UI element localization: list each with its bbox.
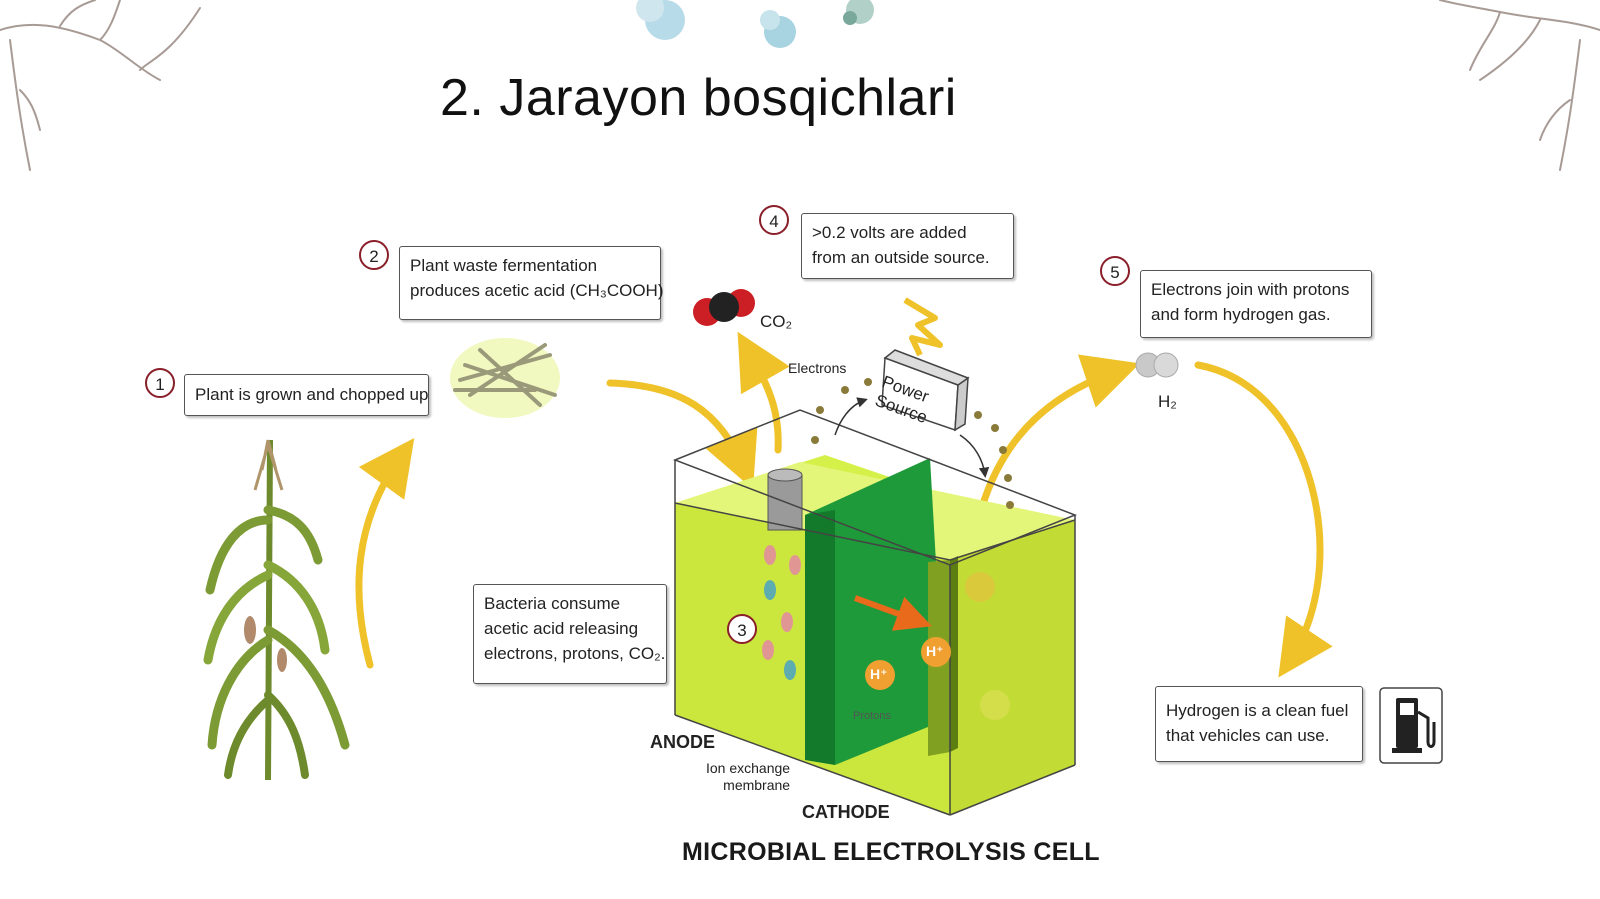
step-4-text-line-1: >0.2 volts are added bbox=[812, 223, 967, 242]
proton-symbol-1: H⁺ bbox=[870, 666, 888, 682]
proton-particles bbox=[865, 572, 1010, 720]
protons-label: Protons bbox=[853, 710, 891, 722]
step-2-box: Plant waste fermentation produces acetic… bbox=[399, 246, 664, 320]
branch-decoration-right bbox=[1439, 0, 1600, 171]
cathode-label: CATHODE bbox=[802, 802, 890, 822]
branch-decoration-left bbox=[0, 0, 201, 171]
power-source-box bbox=[881, 349, 970, 432]
membrane-label-line-2: membrane bbox=[723, 777, 791, 793]
step-4-text-line-2: from an outside source. bbox=[812, 248, 990, 267]
step-1-text: Plant is grown and chopped up bbox=[195, 385, 429, 404]
step-4-box: >0.2 volts are added from an outside sou… bbox=[801, 213, 1014, 279]
electrons-label: Electrons bbox=[788, 360, 847, 376]
step-1-box: Plant is grown and chopped up bbox=[184, 374, 429, 416]
anode-label: ANODE bbox=[650, 732, 716, 752]
electron-dots bbox=[811, 378, 1014, 509]
step-4-number: 4 bbox=[759, 205, 789, 235]
step-5-box: Electrons join with protons and form hyd… bbox=[1140, 270, 1372, 338]
fuel-pump-icon bbox=[1379, 687, 1443, 764]
step-2-number: 2 bbox=[359, 240, 389, 270]
lightning-icon bbox=[903, 297, 943, 357]
step-3-box: Bacteria consume acetic acid releasing e… bbox=[473, 584, 667, 684]
diagram-title: MICROBIAL ELECTROLYSIS CELL bbox=[682, 838, 1100, 866]
final-note-line-1: Hydrogen is a clean fuel bbox=[1166, 701, 1349, 720]
proton-symbol-2: H⁺ bbox=[926, 643, 944, 659]
step-3-text-line-1: Bacteria consume bbox=[484, 594, 621, 613]
corn-plant-illustration bbox=[203, 439, 350, 781]
step-5-text-line-2: and form hydrogen gas. bbox=[1151, 305, 1331, 324]
step-3-text-line-3: electrons, protons, CO₂. bbox=[484, 644, 666, 663]
h2-molecule-icon bbox=[1135, 352, 1179, 378]
h2-label: H₂ bbox=[1158, 392, 1177, 411]
chopped-plant-waste-illustration bbox=[450, 338, 560, 418]
ion-exchange-membrane-label: Ion exchange membrane bbox=[706, 760, 790, 794]
final-note-box: Hydrogen is a clean fuel that vehicles c… bbox=[1155, 686, 1363, 762]
slide-title: 2. Jarayon bosqichlari bbox=[440, 69, 957, 127]
co2-molecule-icon bbox=[693, 289, 755, 326]
electrolysis-tank bbox=[672, 409, 1078, 816]
step-3-number: 3 bbox=[727, 614, 757, 644]
step-5-text-line-1: Electrons join with protons bbox=[1151, 280, 1350, 299]
final-note-line-2: that vehicles can use. bbox=[1166, 726, 1330, 745]
step-2-text-line-1: Plant waste fermentation bbox=[410, 256, 598, 275]
step-2-text-line-2: produces acetic acid (CH₃COOH) bbox=[410, 281, 664, 300]
step-3-text-line-2: acetic acid releasing bbox=[484, 619, 639, 638]
step-1-number: 1 bbox=[145, 368, 175, 398]
bacteria-particles bbox=[762, 545, 801, 680]
flower-decoration bbox=[636, 0, 874, 48]
co2-label: CO₂ bbox=[760, 312, 793, 331]
membrane-label-line-1: Ion exchange bbox=[706, 760, 791, 776]
step-5-number: 5 bbox=[1100, 256, 1130, 286]
